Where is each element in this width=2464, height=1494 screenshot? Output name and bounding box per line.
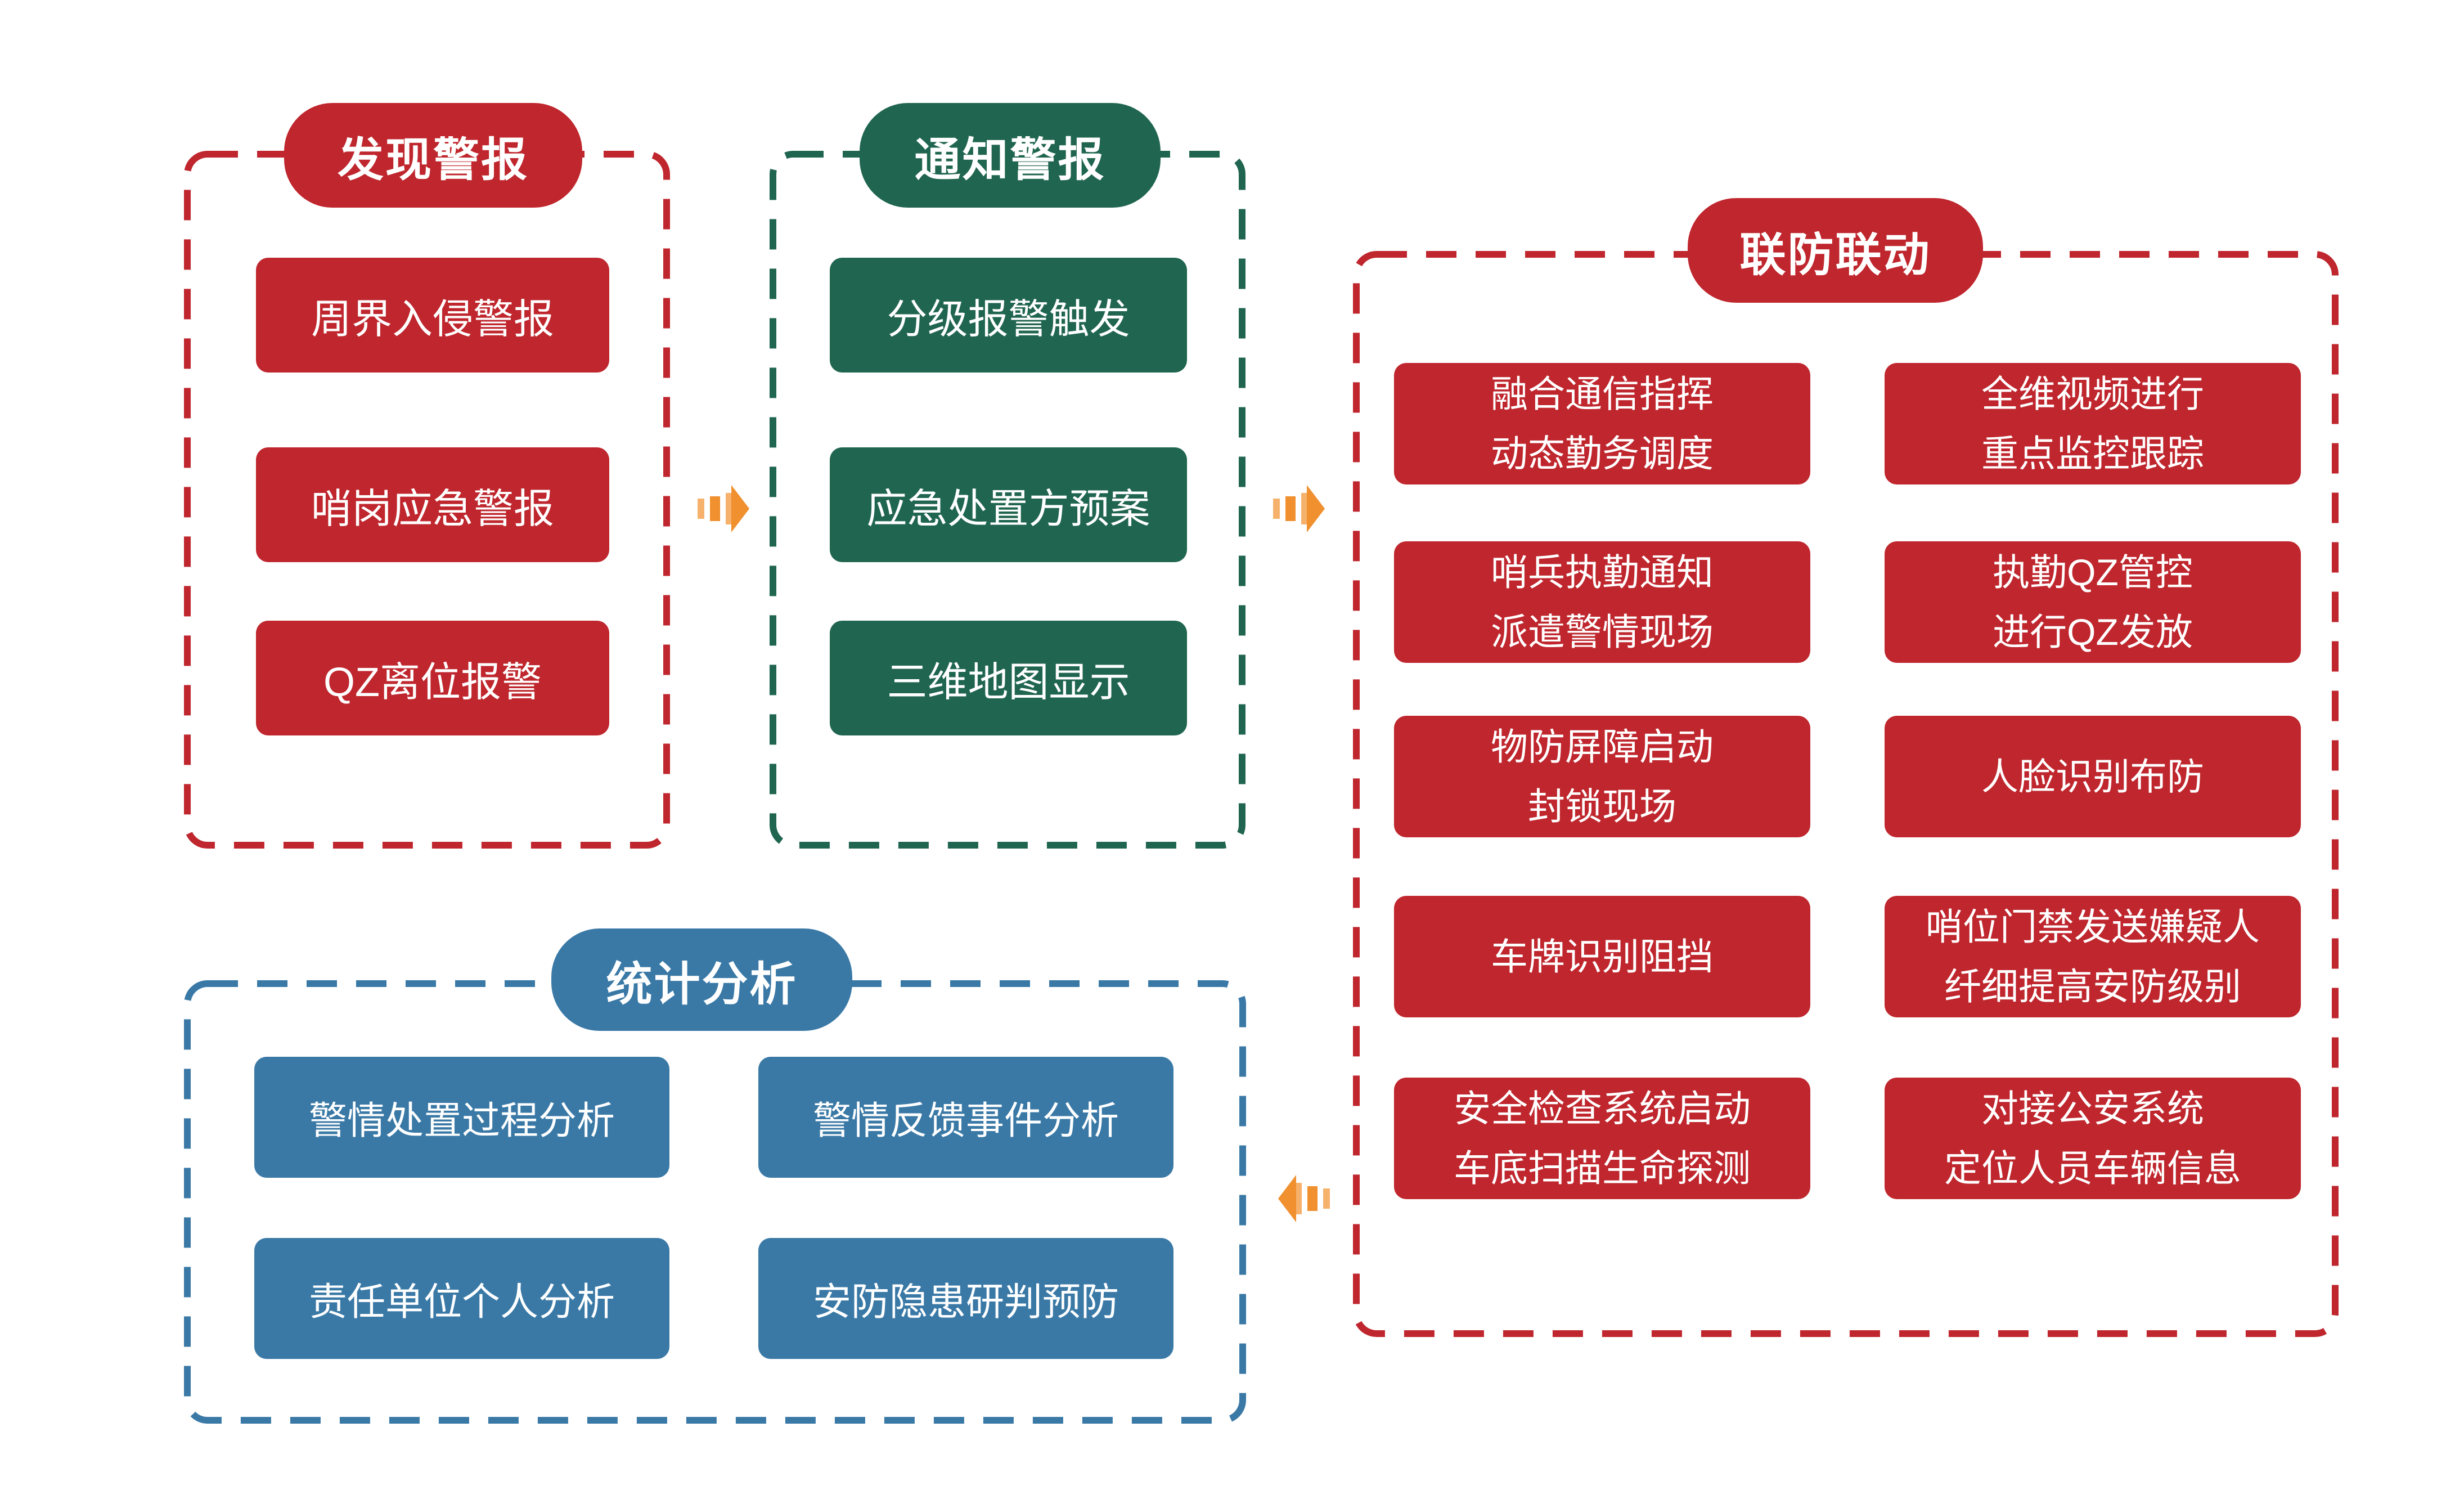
box-physical-barrier-lockdown: 物防屏障启动 封锁现场 — [1394, 716, 1810, 837]
box-line: 全维视频进行 — [1981, 373, 2204, 415]
box-responsible-unit-person-analysis: 责任单位个人分析 — [254, 1238, 669, 1359]
box-label: 警情处置过程分析 — [308, 1100, 615, 1142]
box-label: 应急处置方预案 — [866, 486, 1150, 532]
box-alarm-feedback-event-analysis: 警情反馈事件分析 — [758, 1057, 1173, 1178]
pill-joint-defense: 联防联动 — [1688, 198, 1983, 303]
box-security-check-underbody-scan: 安全检查系统启动 车底扫描生命探测 — [1394, 1078, 1810, 1199]
pill-notify-alert: 通知警报 — [860, 103, 1161, 208]
box-label: 责任单位个人分析 — [308, 1281, 615, 1323]
flow-arrow-right-icon — [1273, 485, 1325, 532]
box-line: 封锁现场 — [1528, 786, 1676, 827]
pill-discover-alert: 发现警报 — [284, 103, 582, 208]
box-alarm-handling-process-analysis: 警情处置过程分析 — [254, 1057, 669, 1178]
box-line: 动态勤务调度 — [1491, 433, 1714, 474]
box-qz-offpost-alarm: QZ离位报警 — [256, 621, 609, 735]
box-line: 哨位门禁发送嫌疑人 — [1926, 906, 2260, 948]
box-line: 车牌识别阻挡 — [1491, 936, 1714, 977]
box-police-system-locate-info: 对接公安系统 定位人员车辆信息 — [1885, 1078, 2301, 1199]
box-label: 分级报警触发 — [887, 297, 1130, 342]
box-3d-map-display: 三维地图显示 — [830, 621, 1187, 735]
box-label: QZ离位报警 — [323, 659, 542, 705]
pill-joint-defense-label: 联防联动 — [1739, 229, 1931, 281]
box-fusion-comm-command: 融合通信指挥 动态勤务调度 — [1394, 363, 1810, 484]
box-line: 重点监控跟踪 — [1981, 433, 2204, 474]
box-line: 融合通信指挥 — [1491, 373, 1714, 415]
box-label: 三维地图显示 — [887, 659, 1130, 705]
box-face-recognition-deploy: 人脸识别布防 — [1885, 716, 2301, 837]
box-sentry-post-emergency-alert: 哨岗应急警报 — [256, 447, 609, 562]
box-sentry-access-suspect-level: 哨位门禁发送嫌疑人 纤细提高安防级别 — [1885, 896, 2301, 1017]
pill-statistical-analysis: 统计分析 — [551, 928, 852, 1031]
flow-arrow-right-icon — [698, 485, 749, 532]
box-label: 警情反馈事件分析 — [812, 1100, 1119, 1142]
box-perimeter-intrusion-alert: 周界入侵警报 — [256, 258, 609, 373]
pill-statistical-analysis-label: 统计分析 — [606, 958, 798, 1010]
box-line: 执勤QZ管控 — [1993, 551, 2193, 593]
box-duty-qz-control-issue: 执勤QZ管控 进行QZ发放 — [1885, 541, 2301, 663]
box-line: 进行QZ发放 — [1993, 611, 2193, 653]
box-line: 物防屏障启动 — [1491, 726, 1714, 768]
box-graded-alarm-trigger: 分级报警触发 — [830, 258, 1187, 373]
box-security-risk-research-prevention: 安防隐患研判预防 — [758, 1238, 1173, 1359]
box-full-video-monitor-tracking: 全维视频进行 重点监控跟踪 — [1885, 363, 2301, 484]
box-plate-recognition-block: 车牌识别阻挡 — [1394, 896, 1810, 1017]
box-line: 定位人员车辆信息 — [1944, 1147, 2241, 1189]
flow-arrow-left-icon — [1278, 1175, 1330, 1222]
pill-notify-alert-label: 通知警报 — [914, 134, 1106, 186]
box-emergency-response-plan: 应急处置方预案 — [830, 447, 1187, 562]
box-line: 安全检查系统启动 — [1454, 1088, 1751, 1129]
box-label: 安防隐患研判预防 — [812, 1281, 1119, 1323]
box-line: 对接公安系统 — [1981, 1088, 2204, 1129]
box-sentry-duty-dispatch: 哨兵执勤通知 派遣警情现场 — [1394, 541, 1810, 663]
box-label: 周界入侵警报 — [311, 297, 554, 342]
box-line: 派遣警情现场 — [1491, 611, 1714, 653]
box-line: 人脸识别布防 — [1981, 756, 2204, 797]
box-line: 车底扫描生命探测 — [1454, 1147, 1751, 1189]
box-label: 哨岗应急警报 — [311, 486, 554, 532]
box-line: 哨兵执勤通知 — [1491, 551, 1714, 593]
pill-discover-alert-label: 发现警报 — [337, 134, 529, 186]
box-line: 纤细提高安防级别 — [1944, 966, 2241, 1007]
